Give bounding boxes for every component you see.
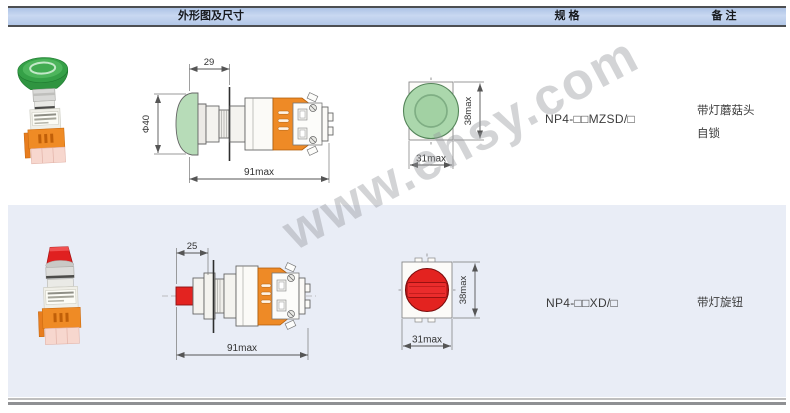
spec-code-mushroom: NP4-□□MZSD/□ [545,112,636,126]
drawing-housing [235,265,259,327]
mushroom-front-drawing: 38max 31max [402,77,484,169]
knob-button-photo [38,246,82,345]
mushroom-button-photo [17,57,69,165]
photo-terminals [30,146,66,165]
dim-label-total-length: 91max [227,343,257,354]
drawing-mushroom-cap [175,92,199,156]
row-2-background [8,205,786,397]
remark-line: 带灯蘑菇头 [697,105,755,117]
header-spec: 规 格 [554,10,580,22]
remarks-mushroom: 带灯蘑菇头 自锁 [697,100,755,146]
drawing-housing [244,97,274,151]
drawing-contact-block [292,102,323,146]
photo-cap-ring [29,61,57,75]
remarks-knob: 带灯旋钮 [697,292,743,315]
remark-line: 自锁 [697,128,720,140]
mushroom-side-drawing: Φ40 29 91max [141,57,334,183]
dim-label-bezel-width: 31max [412,335,442,346]
dim-label-head-offset: 25 [187,241,198,252]
photo-terminals [44,327,80,345]
knob-side-drawing: 25 91max [162,241,316,360]
dim-label-bezel-height: 38max [463,96,474,125]
drawing-knob-handle [406,282,448,298]
drawing-red-knob [175,286,194,306]
dim-label-total-length: 91max [244,167,274,178]
spec-code-knob: NP4-□□XD/□ [546,296,619,310]
bottom-rule-dark [8,402,786,405]
header-outline-dimensions: 外形图及尺寸 [178,10,244,22]
header-remarks: 备 注 [711,10,737,22]
dim-label-diameter: Φ40 [141,115,152,133]
dim-label-bezel-height: 38max [458,275,469,304]
knob-front-drawing: 38max 31max [398,253,480,350]
dim-label-bezel-width: 31max [416,154,446,165]
dim-label-head-offset: 29 [204,57,215,68]
remark-line: 带灯旋钮 [697,297,743,309]
bottom-rule-light [8,398,786,400]
table-header: 外形图及尺寸 规 格 备 注 [8,6,786,27]
